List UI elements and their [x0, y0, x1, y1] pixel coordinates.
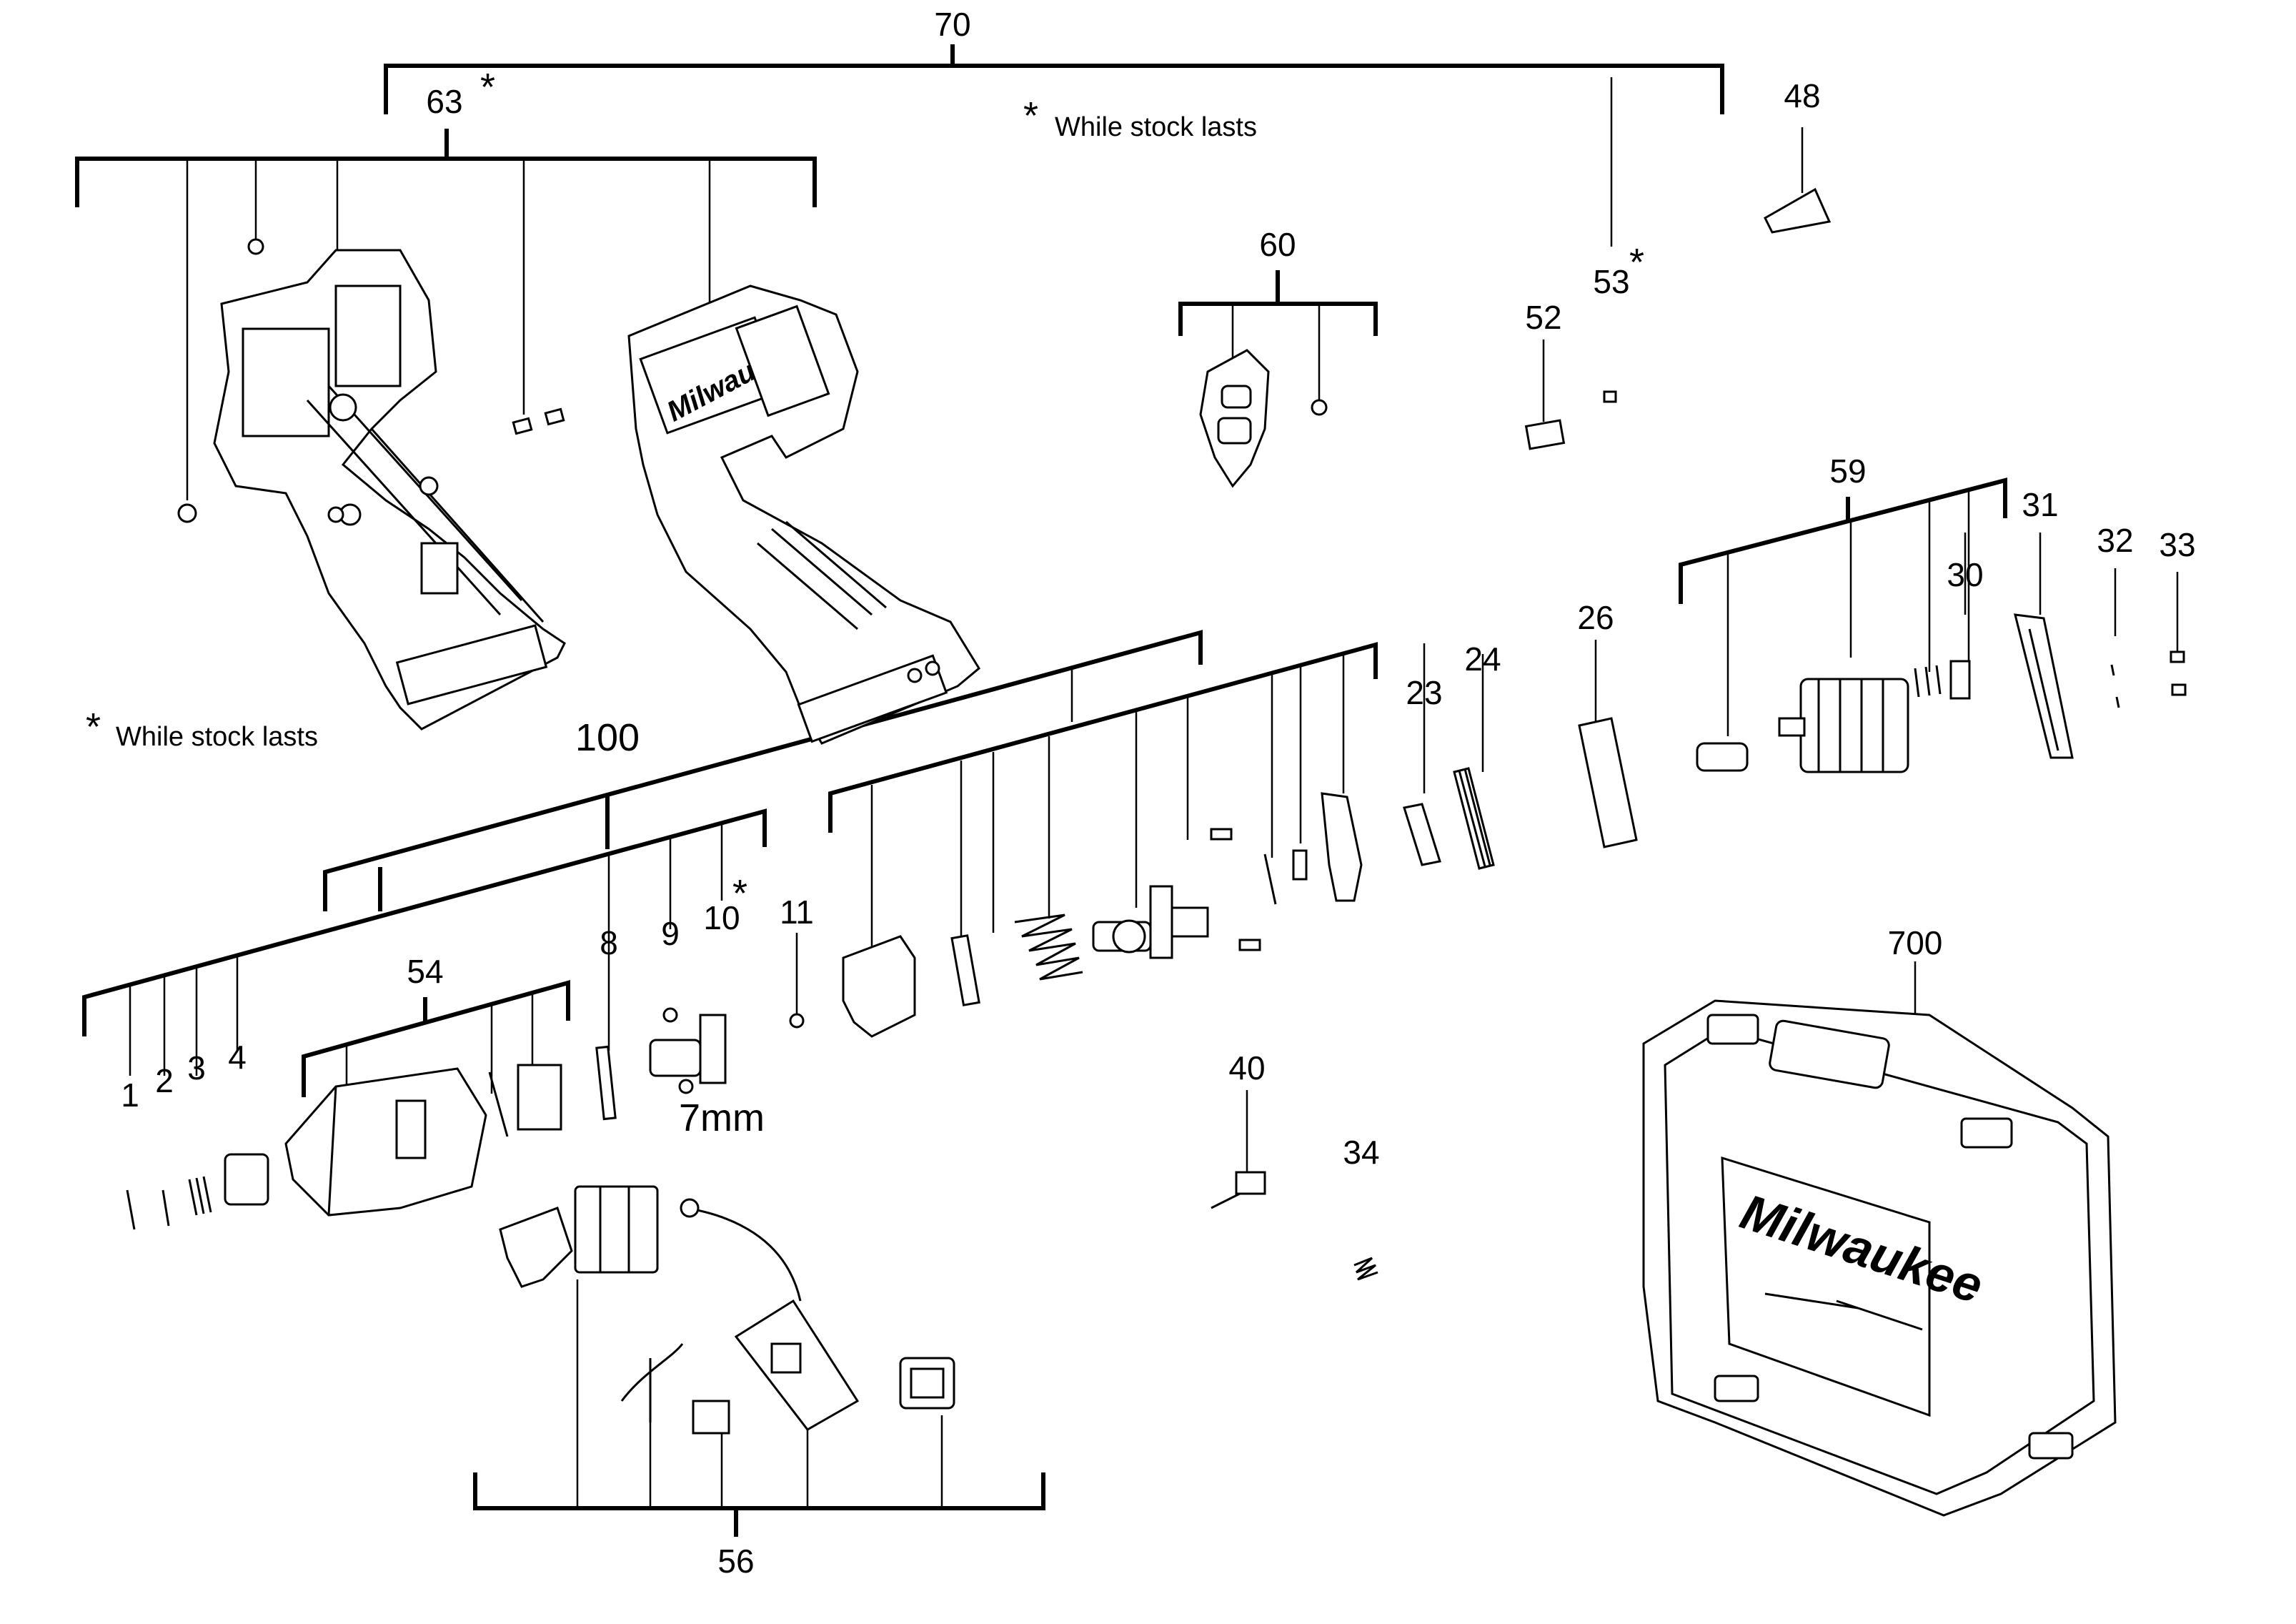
label-3: 3 [187, 1049, 206, 1086]
asterisk-10: * [732, 872, 747, 915]
label-32: 32 [2097, 522, 2133, 559]
part-56-trigger [499, 1185, 659, 1288]
part-gear-case [842, 935, 916, 1038]
part-4-block [224, 1153, 269, 1206]
part-spring-small [950, 934, 980, 1006]
label-4: 4 [228, 1039, 247, 1076]
asterisk-note-top: * [1023, 94, 1038, 137]
label-56: 56 [717, 1543, 754, 1580]
part-26-magnet [1578, 717, 1638, 848]
label-48: 48 [1784, 77, 1820, 114]
bracket-70 [384, 44, 1724, 247]
label-26: 26 [1577, 599, 1614, 636]
label-59: 59 [1829, 452, 1866, 490]
asterisk-note-left: * [86, 705, 101, 748]
bracket-63 [75, 129, 817, 500]
part-labels: 70 63 * * While stock lasts 48 60 53 * 5… [86, 6, 2196, 1580]
part-bracket-clip [1321, 792, 1363, 902]
part-anvil-shaft [1092, 885, 1209, 959]
part-washer-rod [1263, 849, 1308, 905]
part-54-battery [284, 1064, 562, 1217]
label-2: 2 [155, 1062, 174, 1099]
part-52-clip [1524, 419, 1566, 450]
part-48-wedge [1764, 187, 1832, 234]
bracket-56 [473, 1279, 1045, 1537]
part-2-pin [161, 1189, 170, 1227]
note-while-stock-lasts-top: While stock lasts [1055, 112, 1257, 142]
part-40-key [1211, 1171, 1266, 1209]
label-10: 10 [703, 899, 740, 936]
label-100: 100 [575, 716, 640, 759]
housing-half-left [213, 249, 566, 731]
label-33: 33 [2159, 526, 2195, 563]
label-60: 60 [1259, 226, 1296, 263]
part-8-rod [595, 1045, 617, 1121]
part-32-pin [2110, 664, 2120, 708]
part-10-collar [649, 1014, 727, 1084]
part-spring-big [1014, 914, 1083, 981]
bracket-59 [1679, 477, 2007, 736]
label-7mm: 7mm [679, 1096, 765, 1139]
bracket-100-right [828, 642, 1378, 972]
asterisk-63: * [480, 66, 495, 109]
label-70: 70 [934, 6, 970, 43]
part-11-ball [789, 1013, 805, 1029]
label-63: 63 [426, 83, 462, 120]
part-24-stack [1453, 767, 1495, 870]
label-23: 23 [1406, 674, 1442, 711]
bracket-100-lower [82, 793, 767, 1076]
part-9-ball [662, 1007, 694, 1094]
leader-lines-single [795, 127, 2179, 1172]
label-54: 54 [407, 953, 443, 990]
asterisk-53: * [1629, 241, 1644, 284]
part-700-carry-case: Milwaukee [1642, 999, 2117, 1517]
part-56-small-switch [692, 1400, 730, 1435]
label-40: 40 [1228, 1049, 1265, 1086]
label-31: 31 [2022, 486, 2058, 523]
label-11: 11 [780, 893, 814, 931]
part-gear-pin [1210, 828, 1261, 951]
nut-small [177, 238, 264, 523]
part-34-spring [1353, 1257, 1378, 1281]
label-34: 34 [1343, 1134, 1379, 1171]
part-56-connector [899, 1357, 955, 1410]
part-56-cable [620, 1343, 684, 1422]
part-56-wire [680, 1198, 802, 1302]
label-9: 9 [661, 915, 680, 952]
part-59-motor [1696, 660, 1971, 773]
part-56-board [734, 1299, 860, 1431]
bracket-100-upper [323, 630, 1203, 911]
part-1-pin [126, 1189, 136, 1230]
label-8: 8 [600, 924, 618, 961]
part-3-spring [188, 1176, 212, 1216]
part-33-screws [2170, 650, 2187, 696]
part-60-plate [1199, 349, 1328, 488]
label-30: 30 [1947, 556, 1983, 593]
part-31-board [2014, 613, 2074, 759]
label-24: 24 [1464, 640, 1501, 678]
screw-pair [512, 407, 565, 435]
bracket-60 [1178, 270, 1378, 400]
label-1: 1 [121, 1076, 139, 1114]
housing-half-right: Milwaukee [627, 284, 980, 745]
label-700: 700 [1888, 924, 1943, 961]
part-53-small [1603, 390, 1617, 403]
part-23-plate [1403, 803, 1441, 866]
label-53: 53 [1593, 263, 1629, 300]
label-52: 52 [1525, 299, 1561, 336]
note-while-stock-lasts-left: While stock lasts [116, 722, 318, 752]
